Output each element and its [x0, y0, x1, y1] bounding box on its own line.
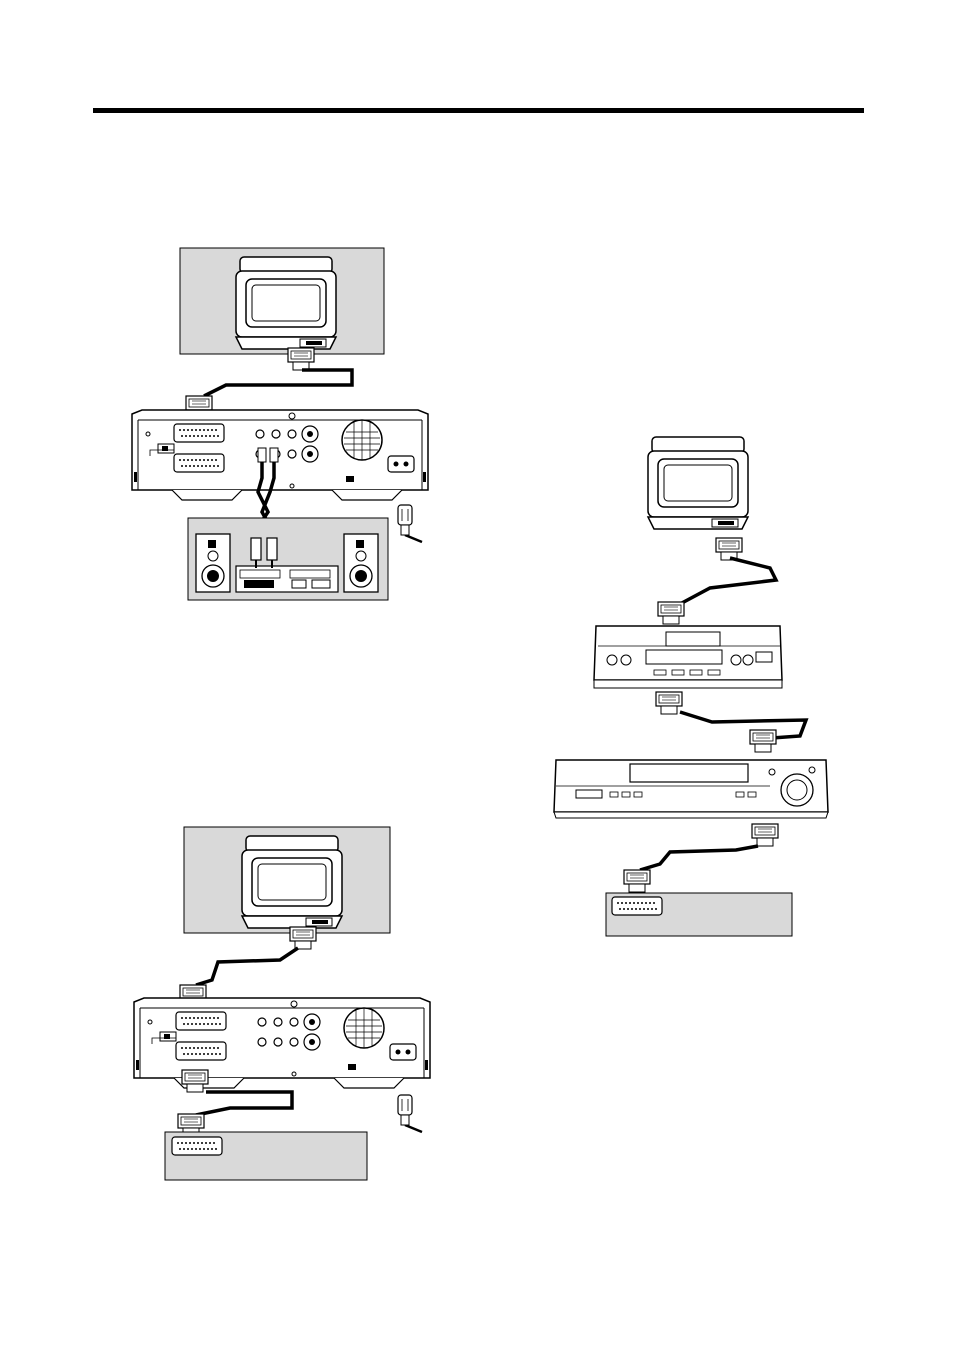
- figure-tv-vcr-vcr-decoder: [554, 437, 828, 936]
- decoder-scart-socket: [172, 1137, 222, 1155]
- recorder-rear-panel: [134, 998, 430, 1088]
- scart-cable-decoder: [196, 1092, 292, 1115]
- scart-plug-icon: [290, 927, 316, 949]
- television-icon: [648, 437, 748, 529]
- scart-plug-icon: [624, 870, 650, 892]
- stereo-unit-icon: [236, 566, 338, 592]
- recorder-front-icon: [594, 626, 782, 688]
- scart-plug-icon: [658, 602, 684, 624]
- speaker-left-icon: [196, 534, 230, 592]
- television-icon: [242, 836, 342, 928]
- television-icon: [236, 257, 336, 349]
- second-video-recorder-icon: [554, 760, 828, 818]
- scart-plug-icon: [750, 730, 776, 752]
- power-plug-icon: [398, 505, 412, 535]
- scart-cable-decoder: [640, 846, 758, 870]
- scart-plug-icon: [656, 692, 682, 714]
- decoder-scart-socket: [612, 897, 662, 915]
- scart-plug-icon: [752, 824, 778, 846]
- scart-cable: [196, 948, 298, 985]
- scart-cable: [680, 558, 776, 604]
- scart-plug-icon: [288, 348, 314, 370]
- recorder-rear-panel: [132, 410, 428, 500]
- scart-plug-icon: [716, 538, 742, 560]
- scart-cable: [204, 370, 352, 396]
- scart-plug-icon: [182, 1070, 208, 1092]
- speaker-right-icon: [344, 534, 378, 592]
- figure-tv-vcr-audio: [132, 248, 428, 600]
- scart-cable: [680, 712, 806, 738]
- figure-tv-vcr-decoder: [134, 827, 430, 1180]
- top-rule: [93, 108, 864, 113]
- power-plug-icon: [398, 1095, 412, 1125]
